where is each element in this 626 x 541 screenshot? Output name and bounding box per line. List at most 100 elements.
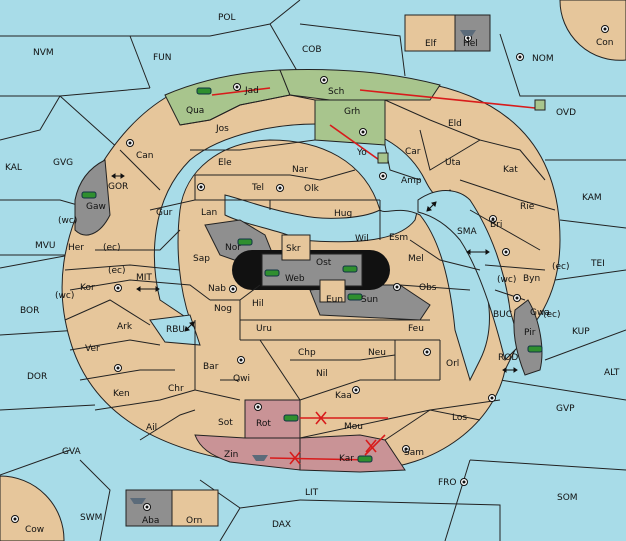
army-sun [347, 293, 363, 301]
label-sch: Sch [328, 87, 344, 97]
label-amp: Amp [401, 176, 422, 186]
label-jos: Jos [215, 124, 229, 134]
label-cob: COB [302, 45, 322, 55]
label-aba: Aba [142, 516, 159, 526]
label-grh: Grh [344, 107, 360, 117]
fleet-aba [130, 498, 146, 504]
label-lan: Lan [201, 208, 217, 218]
label-kar: Kar [339, 454, 354, 464]
region-hel[interactable] [454, 14, 491, 52]
label-tel: Tel [251, 183, 264, 193]
label-mou: Mou [344, 422, 363, 432]
label-eun: Eun [326, 295, 343, 305]
label-buc: BUC [493, 310, 512, 320]
label-gvg: GVG [53, 158, 73, 168]
label-nvm: NVM [33, 48, 54, 58]
label-rie: Rie [520, 202, 535, 212]
order-arrow-jad-qua [211, 87, 271, 96]
label-ec-gwa: (ec) [543, 310, 561, 320]
label-bar: Bar [203, 362, 219, 372]
label-neu: Neu [368, 348, 386, 358]
label-ovd: OVD [556, 108, 576, 118]
region-cow[interactable] [0, 475, 65, 541]
label-sun: Sun [361, 295, 378, 305]
label-mvu: MVU [35, 241, 56, 251]
label-alt: ALT [604, 368, 620, 378]
label-car: Car [405, 147, 421, 157]
label-wc-gaw: (wc) [58, 216, 77, 226]
label-orn: Orn [186, 516, 202, 526]
label-uru: Uru [256, 324, 272, 334]
label-sma: SMA [457, 227, 477, 237]
map-labels: POL NVM FUN COB NOM Con KAL GVG GOR MVU … [5, 13, 620, 535]
order-arrow-sch-ovd [359, 89, 536, 109]
label-hil: Hil [252, 299, 264, 309]
label-feu: Feu [408, 324, 424, 334]
army-gaw [81, 191, 97, 199]
region-con[interactable] [559, 0, 626, 61]
region-eun[interactable] [319, 279, 346, 303]
sea-sma [417, 190, 521, 361]
inner-lake [153, 123, 490, 382]
label-hel: Hel [463, 39, 478, 49]
sea-rbu [149, 314, 201, 346]
label-nil: Nil [316, 369, 328, 379]
label-skr: Skr [286, 244, 301, 254]
region-kar[interactable] [299, 434, 406, 473]
order-arrow-grh-york [329, 124, 383, 163]
label-con: Con [596, 38, 614, 48]
label-bor: BOR [20, 306, 39, 316]
label-web: Web [285, 274, 305, 284]
label-mit: MIT [136, 273, 152, 283]
supply-box-york [377, 152, 389, 164]
label-ec-kor: (ec) [108, 266, 126, 276]
label-sot: Sot [218, 418, 233, 428]
label-kal: KAL [5, 163, 22, 173]
label-bri: Bri [490, 220, 502, 230]
label-wil: Wil [355, 234, 369, 244]
label-kor: Kor [80, 283, 95, 293]
label-gor: GOR [108, 182, 128, 192]
region-skr[interactable] [281, 234, 311, 261]
army-ost [342, 265, 358, 273]
label-cow: Cow [25, 525, 44, 535]
label-rod: ROD [498, 353, 518, 363]
label-pol: POL [218, 13, 236, 23]
label-ver: Ver [85, 344, 100, 354]
label-york: Yo [356, 148, 367, 158]
army-nor [237, 238, 253, 246]
order-arrow-kar-mou [364, 434, 386, 456]
label-eld: Eld [448, 119, 462, 129]
label-byn: Byn [523, 274, 540, 284]
label-los: Los [452, 413, 467, 423]
supply-centers [11, 25, 609, 523]
supply-box-ovd [534, 99, 546, 111]
label-nab: Nab [208, 284, 226, 294]
label-nog: Nog [214, 304, 232, 314]
label-ec-byn: (ec) [552, 262, 570, 272]
label-kat: Kat [503, 165, 518, 175]
label-mel: Mel [408, 254, 424, 264]
label-hug: Hug [334, 209, 352, 219]
label-esm: Esm [389, 233, 408, 243]
label-rbu: RBU [166, 325, 185, 335]
label-dax: DAX [272, 520, 291, 530]
label-gaw: Gaw [86, 202, 106, 212]
label-obs: Obs [419, 283, 437, 293]
label-ost: Ost [316, 258, 332, 268]
label-rot: Rot [256, 419, 271, 429]
region-orn[interactable] [171, 489, 219, 527]
label-olk: Olk [304, 184, 320, 194]
label-kam: KAM [582, 193, 602, 203]
fleet-hel [460, 30, 476, 36]
label-ele: Ele [218, 158, 232, 168]
label-ark: Ark [117, 322, 133, 332]
region-pir[interactable] [513, 299, 543, 376]
label-wc-kor: (wc) [55, 291, 74, 301]
failed-order-mark-2 [289, 451, 301, 465]
region-elf[interactable] [404, 14, 456, 52]
label-orl: Orl [446, 359, 459, 369]
label-gva: GVA [62, 447, 82, 457]
failed-order-mark-3 [365, 439, 377, 453]
